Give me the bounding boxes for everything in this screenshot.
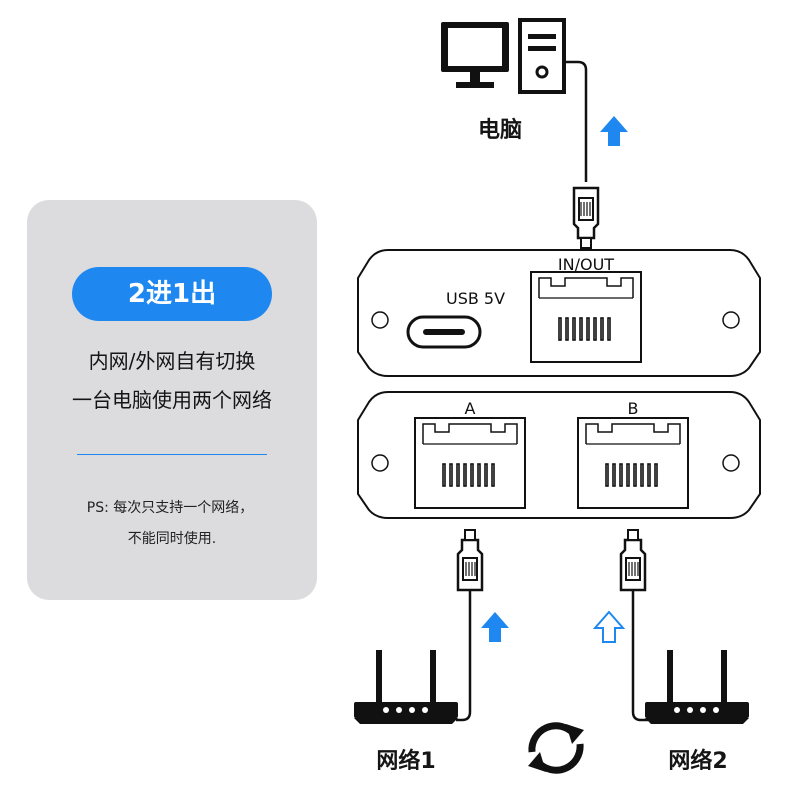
network-2-label: 网络2 [668,749,728,774]
switch-cycle-icon [528,722,584,774]
device-bottom-panel [357,391,761,519]
arrow-up-active-icon [481,612,509,642]
arrow-up-inactive-icon [592,610,626,643]
cable-network-2 [631,590,648,722]
cable-computer [564,60,588,182]
port-b-label: B [628,399,639,418]
arrow-up-icon [600,116,628,146]
note-line-1: PS: 每次只支持一个网络， [86,500,254,516]
router-icon-2 [645,650,749,724]
usb-port-label: USB 5V [446,289,505,308]
device-top-panel [357,249,761,377]
port-a-label: A [465,399,476,418]
mode-badge: 2进1出 [72,267,272,321]
desktop-computer-icon [441,18,566,94]
rj45-plug-b [619,528,647,592]
rj45-plug-top [572,186,600,250]
cable-network-1 [456,590,472,722]
note-line-2: 不能同时使用. [127,531,217,547]
computer-label: 电脑 [477,118,522,143]
router-icon-1 [354,650,458,724]
in-out-port-label: IN/OUT [558,255,614,274]
info-card [27,200,317,600]
description-line-1: 内网/外网自有切换 [88,349,256,373]
description-line-2: 一台电脑使用两个网络 [72,388,272,412]
network-1-label: 网络1 [376,749,436,774]
rj45-plug-a [456,528,484,592]
card-divider [77,454,267,455]
